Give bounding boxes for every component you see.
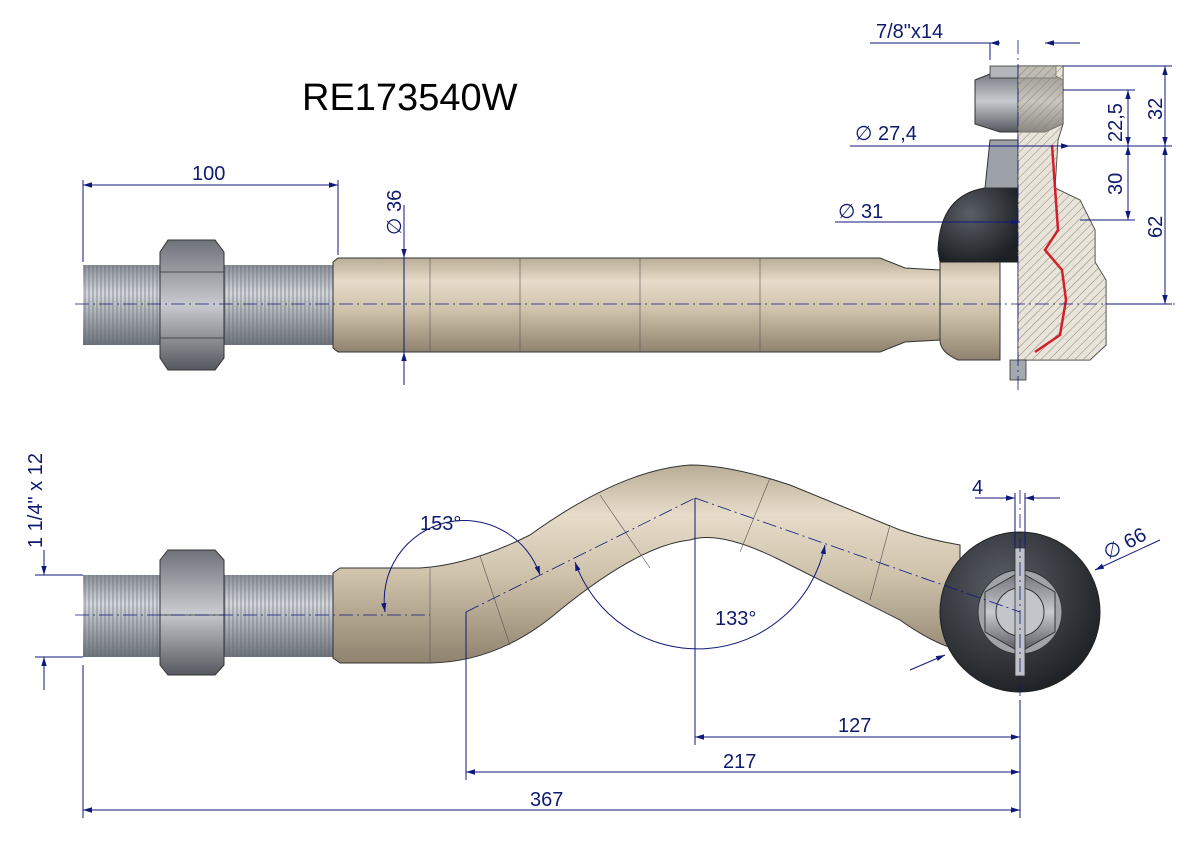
dim-ball-diameter: ∅ 31: [838, 201, 883, 223]
top-view: [75, 464, 1101, 700]
dim-thread-spec: 1 1/4" x 12: [25, 453, 47, 548]
dim-217: 217: [723, 751, 756, 773]
part-number-title: RE173540W: [302, 77, 518, 119]
dim-total-stud-height: 32: [1145, 98, 1167, 120]
side-dimensions: 100 ∅ 36 ∅ 31 ∅ 27,4 7/8"x14 22,5 32 30: [82, 21, 1172, 385]
dim-angle-133: 133°: [715, 608, 756, 630]
dim-head-height: 62: [1145, 216, 1167, 238]
dim-offset-4: 4: [972, 477, 983, 499]
top-nut-icon: [159, 549, 225, 676]
dim-taper-height: 30: [1105, 173, 1127, 195]
side-tube: [332, 257, 941, 353]
side-nut-icon: [159, 239, 225, 371]
top-bent-tube: [332, 464, 961, 664]
dim-nut-height: 22,5: [1105, 103, 1127, 142]
dim-127: 127: [838, 715, 871, 737]
dim-tube-diameter: ∅ 36: [384, 190, 406, 235]
dim-overall-367: 367: [530, 789, 563, 811]
dim-angle-153: 153°: [420, 513, 461, 535]
dim-stud-diameter: ∅ 27,4: [855, 123, 917, 145]
dim-thread-length: 100: [192, 163, 225, 185]
side-view: [75, 40, 1175, 390]
dim-stud-thread: 7/8"x14: [876, 21, 943, 43]
side-ball-joint-head: [937, 65, 1107, 381]
dim-head-diameter: ∅ 66: [1100, 524, 1150, 565]
